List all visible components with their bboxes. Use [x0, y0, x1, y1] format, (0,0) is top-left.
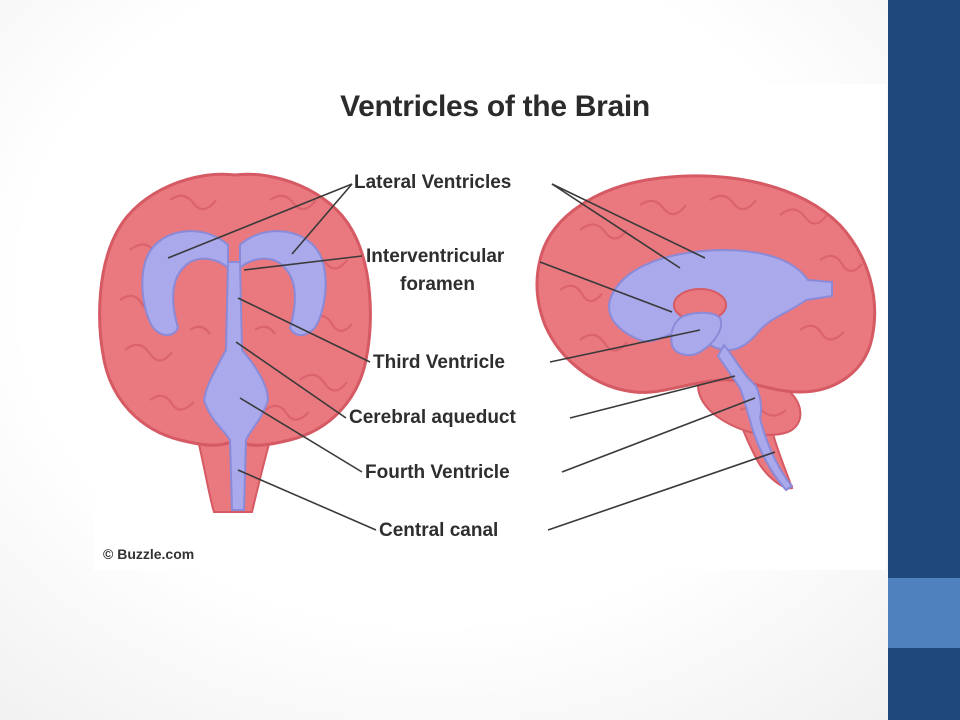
label-lateral-ventricles: Lateral Ventricles	[354, 172, 512, 193]
copyright-text: © Buzzle.com	[103, 546, 195, 562]
frontal-left-lateral-ventricle	[141, 230, 229, 337]
leader-lines	[167, 183, 776, 531]
label-third-ventricle: Third Ventricle	[373, 352, 505, 373]
sagittal-brain-view	[535, 174, 877, 492]
sidebar-accent-block	[888, 578, 960, 648]
frontal-right-lateral-ventricle	[239, 230, 327, 337]
diagram-title: Ventricles of the Brain	[340, 90, 650, 123]
label-central-canal: Central canal	[379, 520, 499, 541]
label-interventricular: Interventricular	[366, 246, 505, 267]
sagittal-aqueduct-and-canal	[716, 343, 794, 492]
label-cerebral-aqueduct: Cerebral aqueduct	[349, 407, 516, 428]
label-foramen: foramen	[400, 274, 475, 295]
label-fourth-ventricle: Fourth Ventricle	[365, 462, 510, 483]
frontal-third-ventricle-and-canal	[202, 261, 270, 511]
